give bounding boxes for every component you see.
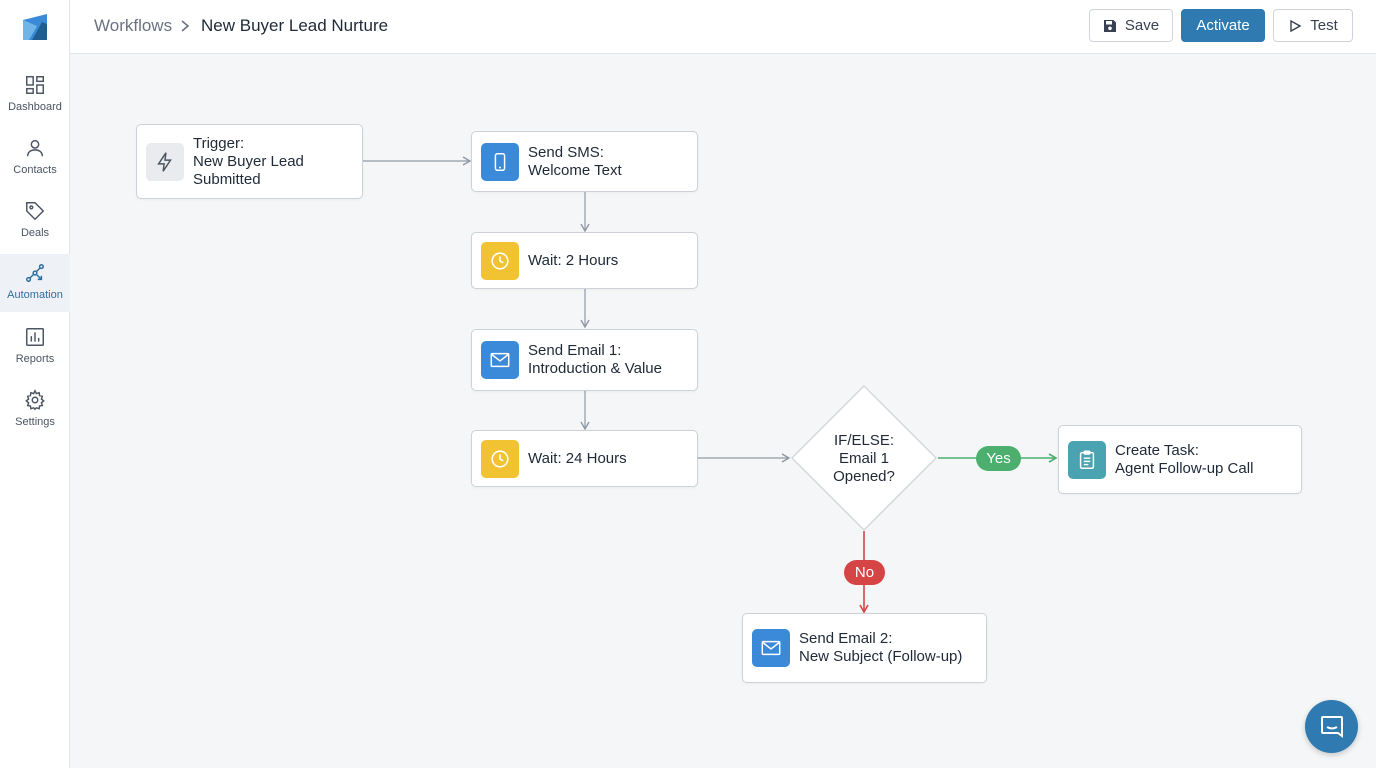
floppy-disk-icon xyxy=(1103,19,1116,32)
sidebar-item-label: Automation xyxy=(7,289,63,301)
sidebar-item-settings[interactable]: Settings xyxy=(0,381,70,439)
task-node-text: Create Task: Agent Follow-up Call xyxy=(1115,442,1253,478)
wait1-icon-box xyxy=(481,241,519,280)
trigger-node-line1: Trigger: xyxy=(193,134,245,152)
wait2-node-line1: Wait: 24 Hours xyxy=(528,449,627,467)
play-icon xyxy=(1290,19,1302,32)
send-sms-node[interactable]: Send SMS: Welcome Text xyxy=(471,131,698,192)
no-branch-label: No xyxy=(844,560,885,585)
bar-chart-icon xyxy=(26,328,44,346)
condition-node-line2: Email 1 xyxy=(838,450,890,467)
sms-node-line1: Send SMS: xyxy=(528,143,604,161)
email1-node-line2: Introduction & Value xyxy=(528,360,662,377)
wait2-icon-box xyxy=(481,439,519,478)
activate-button[interactable]: Activate xyxy=(1181,9,1265,42)
mail-icon xyxy=(490,352,510,368)
sidebar-item-reports[interactable]: Reports xyxy=(0,318,70,376)
sidebar-item-label: Contacts xyxy=(13,164,57,176)
email2-node-line2: New Subject (Follow-up) xyxy=(799,648,963,665)
phone-icon xyxy=(494,152,506,171)
sms-node-line2: Welcome Text xyxy=(528,161,622,179)
condition-node-line3: Opened? xyxy=(833,468,895,485)
breadcrumb-workflows-link[interactable]: Workflows xyxy=(94,16,173,35)
condition-node-text: IF/ELSE: Email 1 Opened? xyxy=(811,432,917,486)
sidebar-item-deals[interactable]: Deals xyxy=(0,192,70,250)
sidebar-item-dashboard[interactable]: Dashboard xyxy=(0,66,70,124)
trigger-node-line3: Submitted xyxy=(193,170,261,188)
sidebar-item-label: Reports xyxy=(15,353,55,365)
email1-icon-box xyxy=(481,341,519,379)
sidebar-item-contacts[interactable]: Contacts xyxy=(0,129,70,187)
page-title: New Buyer Lead Nurture xyxy=(201,16,389,35)
email1-node-line1: Send Email 1: xyxy=(528,342,622,359)
chevron-right-icon xyxy=(181,20,190,32)
sidebar-item-label: Settings xyxy=(15,416,55,428)
email1-node-text: Send Email 1: Introduction & Value xyxy=(528,342,662,378)
gear-icon xyxy=(25,389,45,411)
save-button-label: Save xyxy=(1124,17,1160,34)
clock-icon xyxy=(491,449,509,468)
if-else-condition-node[interactable] xyxy=(791,385,937,531)
task-node-line2: Agent Follow-up Call xyxy=(1115,459,1254,477)
sidebar: Dashboard Contacts Deals Automation Repo… xyxy=(0,0,70,768)
wait2-node-text: Wait: 24 Hours xyxy=(528,450,627,468)
top-header: Workflows New Buyer Lead Nurture Save Ac… xyxy=(70,0,1376,54)
email2-node-line1: Send Email 2: xyxy=(799,630,893,647)
save-button[interactable]: Save xyxy=(1089,9,1173,42)
wait1-node-text: Wait: 2 Hours xyxy=(528,252,618,270)
trigger-node-text: Trigger: New Buyer Lead Submitted xyxy=(193,135,304,189)
wait-24-hours-node[interactable]: Wait: 24 Hours xyxy=(471,430,698,487)
email2-icon-box xyxy=(752,629,790,667)
trigger-icon-box xyxy=(146,142,184,181)
sms-icon-box xyxy=(481,142,519,181)
test-button-label: Test xyxy=(1310,17,1338,34)
condition-node-line1: IF/ELSE: xyxy=(833,432,895,449)
chat-bubble-icon xyxy=(1320,715,1343,738)
person-icon xyxy=(26,139,44,157)
sidebar-item-label: Deals xyxy=(20,227,50,239)
tag-icon xyxy=(26,202,45,221)
send-email-1-node[interactable]: Send Email 1: Introduction & Value xyxy=(471,329,698,391)
wait1-node-line1: Wait: 2 Hours xyxy=(528,251,619,269)
test-button[interactable]: Test xyxy=(1273,9,1353,42)
app-logo-icon[interactable] xyxy=(20,12,50,42)
create-task-node[interactable]: Create Task: Agent Follow-up Call xyxy=(1058,425,1302,494)
yes-branch-label: Yes xyxy=(976,446,1021,471)
clock-icon xyxy=(491,251,509,270)
mail-icon xyxy=(761,640,781,656)
task-node-line1: Create Task: xyxy=(1115,441,1199,459)
email2-node-text: Send Email 2: New Subject (Follow-up) xyxy=(799,630,962,666)
sms-node-text: Send SMS: Welcome Text xyxy=(528,144,622,180)
sidebar-item-automation[interactable]: Automation xyxy=(0,254,70,312)
dashboard-icon xyxy=(26,76,44,94)
chat-widget-button[interactable] xyxy=(1305,700,1358,753)
send-email-2-node[interactable]: Send Email 2: New Subject (Follow-up) xyxy=(742,613,987,683)
trigger-node[interactable]: Trigger: New Buyer Lead Submitted xyxy=(136,124,363,199)
automation-icon xyxy=(26,264,44,282)
task-icon-box xyxy=(1068,440,1106,479)
trigger-node-line2: New Buyer Lead xyxy=(193,152,304,170)
wait-2-hours-node[interactable]: Wait: 2 Hours xyxy=(471,232,698,289)
sidebar-item-label: Dashboard xyxy=(8,101,62,113)
clipboard-icon xyxy=(1079,450,1095,469)
lightning-icon xyxy=(157,151,172,172)
activate-button-label: Activate xyxy=(1196,17,1250,34)
